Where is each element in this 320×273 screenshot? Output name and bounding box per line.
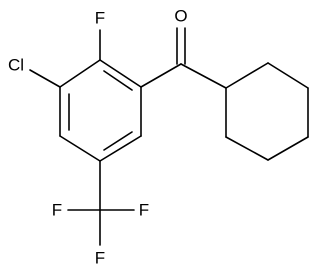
cyclohexane-ring	[225, 62, 309, 161]
bond-carbonyl-to-cyclohexyl	[180, 63, 227, 89]
benzene-ring	[59, 59, 142, 162]
fluorine-ring-label: F	[95, 9, 105, 28]
ring-bond-c4-c5	[59, 135, 101, 162]
chlorine-label: Cl	[8, 56, 24, 75]
trifluoromethyl-group	[67, 209, 135, 246]
cyclohexane-bond-1	[225, 62, 269, 89]
cyclohexane-bond-2	[267, 62, 309, 89]
oxygen-label: O	[174, 7, 187, 26]
bond-ring-to-carbonyl	[140, 63, 182, 88]
ring-bond-c3-c4	[99, 135, 142, 162]
fluorine-cf3-left-label: F	[52, 201, 62, 220]
ring-bond-c6-c1	[59, 59, 101, 88]
cyclohexane-bond-5	[225, 136, 269, 161]
bond-ring-to-chlorine	[29, 69, 61, 88]
carbonyl-double-bond	[176, 27, 186, 65]
fluorine-cf3-right-label: F	[139, 201, 149, 220]
aromatic-inner-bond-1	[103, 70, 133, 91]
ring-bond-c1-c2	[99, 59, 142, 88]
fluorine-cf3-bottom-label: F	[95, 249, 105, 268]
aromatic-inner-bond-2	[103, 131, 133, 151]
cyclohexane-bond-4	[267, 136, 309, 161]
